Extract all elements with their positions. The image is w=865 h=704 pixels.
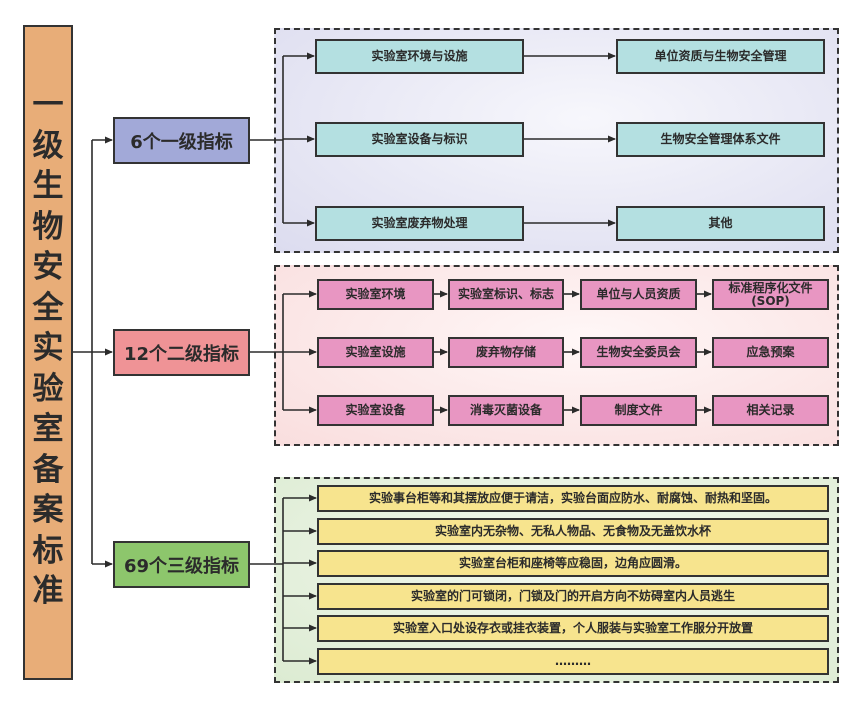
level3-indicator: 实验室的门可锁闭，门锁及门的开启方向不妨碍室内人员逃生 (317, 583, 829, 610)
title-char: 备 (32, 451, 64, 488)
level2-indicator: 生物安全委员会 (580, 337, 697, 368)
title-char: 验 (32, 370, 64, 407)
level1-indicator: 实验室设备与标识 (315, 122, 524, 157)
level3-box: 69个三级指标 (113, 541, 250, 588)
level3-indicator: 实验室台柜和座椅等应稳固，边角应圆滑。 (317, 550, 829, 577)
title-char: 全 (32, 289, 64, 326)
level1-box: 6个一级指标 (113, 117, 250, 164)
level3-indicator: 实验室入口处设存衣或挂衣装置，个人服装与实验室工作服分开放置 (317, 615, 829, 642)
title-char: 准 (32, 573, 64, 609)
level2-indicator: 实验室设备 (317, 395, 434, 426)
level2-indicator: 实验室设施 (317, 337, 434, 368)
level2-indicator: 废弃物存储 (448, 337, 564, 368)
level1-indicator: 实验室废弃物处理 (315, 206, 524, 241)
title-char: 一 (32, 87, 64, 123)
title-char: 生 (32, 168, 64, 204)
level2-indicator: 相关记录 (712, 395, 829, 426)
title-char: 物 (32, 208, 64, 245)
level2-indicator: 应急预案 (712, 337, 829, 368)
title-char: 室 (32, 411, 64, 447)
title-char: 实 (32, 330, 64, 366)
title-char: 标 (32, 532, 64, 569)
level2-indicator: 制度文件 (580, 395, 697, 426)
level3-indicator: 实验室内无杂物、无私人物品、无食物及无盖饮水杯 (317, 518, 829, 545)
level3-indicator: 实验事台柜等和其摆放应便于请洁，实验台面应防水、耐腐蚀、耐热和坚固。 (317, 485, 829, 512)
level1-indicator: 生物安全管理体系文件 (616, 122, 825, 157)
title-char: 级 (32, 127, 64, 164)
level2-box: 12个二级指标 (113, 329, 250, 376)
level3-indicator-ellipsis: ……… (317, 648, 829, 675)
level2-indicator: 标准程序化文件 (SOP) (712, 279, 829, 310)
level1-indicator: 单位资质与生物安全管理 (616, 39, 825, 74)
main-title-panel: 一级生物安全实验室备案标准 (23, 25, 73, 680)
level1-indicator: 实验室环境与设施 (315, 39, 524, 74)
title-char: 安 (32, 249, 64, 285)
level2-indicator: 实验室标识、标志 (448, 279, 564, 310)
level2-indicator: 实验室环境 (317, 279, 434, 310)
level2-indicator: 消毒灭菌设备 (448, 395, 564, 426)
level1-indicator: 其他 (616, 206, 825, 241)
title-char: 案 (32, 492, 64, 528)
level2-indicator: 单位与人员资质 (580, 279, 697, 310)
